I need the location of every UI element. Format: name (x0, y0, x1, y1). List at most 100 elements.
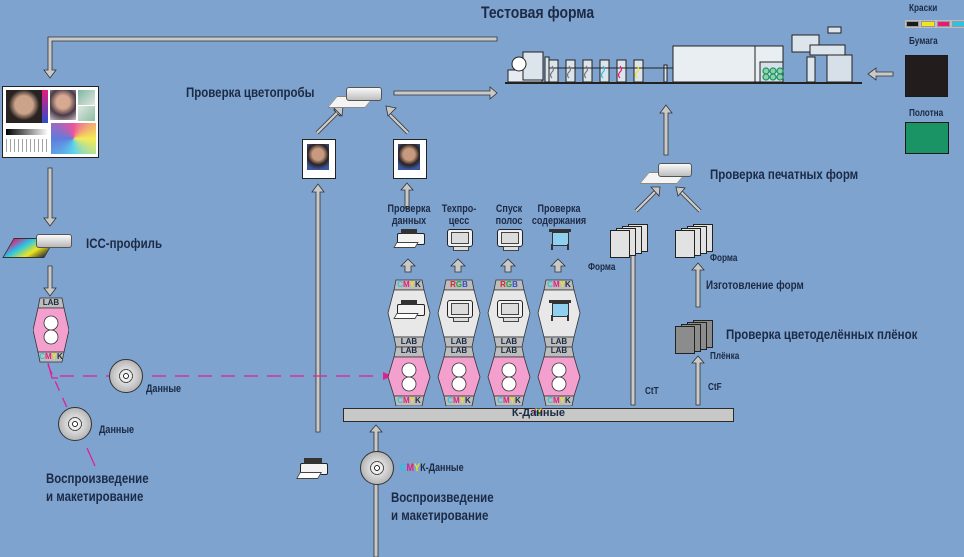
arrow-proof-to-press (393, 86, 498, 100)
plates-stack-right (675, 224, 719, 262)
plate-sheet (610, 230, 630, 258)
ink-units (549, 65, 784, 81)
color-conversion-module-left: LAB CMYK (32, 297, 70, 363)
cmyk-label: CMYK (39, 352, 63, 361)
ink-swatch (906, 21, 920, 27)
module-cmyk-label: CMYK (497, 396, 521, 405)
column-input-label: CMYK (397, 280, 421, 289)
repro-label-bottom: Воспроизведение и макетирование (391, 489, 494, 523)
data-disc-1 (109, 359, 143, 393)
blankets-label: Полотна (909, 108, 944, 119)
proof-check-label: Проверка цветопробы (186, 84, 315, 100)
repro-label-left: Воспроизведение и макетирование (46, 470, 149, 504)
arrow-platecheck-to-press (659, 104, 673, 156)
module-cmyk-label: CMYK (397, 396, 421, 405)
column-up-arrows (400, 258, 566, 273)
device-in-module (537, 300, 581, 324)
arrow-materials-to-press (867, 67, 894, 81)
arrow-film-to-plates (691, 262, 705, 308)
module-cmyk-label: CMYK (547, 396, 571, 405)
printer-icon (393, 229, 425, 248)
data-disc-2 (58, 407, 92, 441)
ink-swatch (951, 21, 964, 27)
film-label: Плёнка (710, 351, 740, 362)
dashed-path-data (47, 362, 58, 379)
blanket-swatch (905, 122, 949, 154)
proof-print-right (393, 139, 427, 179)
film-check-label: Проверка цветоделённых плёнок (726, 326, 918, 342)
ctf-arrow (691, 355, 705, 406)
ink-swatch (921, 21, 935, 27)
arrow-icc-to-module (43, 265, 57, 297)
test-chart-image (2, 86, 99, 158)
arrow-to-proof-left (311, 183, 325, 433)
column-lab-label: LAB (550, 337, 568, 346)
module-lab-label: LAB (500, 346, 518, 355)
film-stack (675, 320, 719, 358)
printing-press (505, 26, 862, 84)
monitor-icon (497, 300, 523, 322)
paper-swatch (905, 55, 948, 97)
printer-icon (393, 300, 425, 319)
device-in-module (387, 300, 431, 324)
gray-ramp (6, 129, 48, 135)
column-input-label: RGB (450, 280, 468, 289)
column-lab-label: LAB (400, 337, 418, 346)
icc-profile-label: ICC-профиль (86, 235, 163, 251)
plates-stack-left (610, 224, 654, 262)
device-in-module (487, 300, 531, 324)
plate-check-device-icon (638, 162, 694, 184)
desktop-printer-icon (295, 458, 328, 479)
color-strip (42, 90, 48, 123)
inks-label: Краски (909, 3, 938, 14)
data-label-2: Данные (99, 424, 135, 436)
module-lab-label: LAB (400, 346, 418, 355)
proof-printer-icon (326, 86, 384, 108)
photo-2 (50, 90, 76, 120)
color-patches (51, 123, 96, 154)
plate-making-label: Изготовление форм (706, 278, 804, 292)
plotter-icon (549, 229, 571, 251)
data-disc-bottom (360, 451, 394, 485)
plate-right-label: Форма (710, 253, 738, 264)
photo-3 (78, 90, 95, 105)
module-cmyk-label: CMYK (447, 396, 471, 405)
data-label-1: Данные (146, 383, 182, 395)
cmyk-data-label-bottom: CMYК-Данные (400, 462, 464, 474)
device-in-module (437, 300, 481, 324)
ctf-label: CtF (708, 382, 722, 393)
module-lab-label: LAB (450, 346, 468, 355)
plate-check-label: Проверка печатных форм (710, 166, 859, 182)
column-input-label: CMYK (547, 280, 571, 289)
column-lab-label: LAB (450, 337, 468, 346)
monitor-icon (447, 300, 473, 322)
lab-label: LAB (42, 298, 60, 307)
column-title: Техпро-цесс (441, 203, 477, 227)
workflow-column: Техпро-цесс RGB LAB LAB CMYK (437, 203, 481, 408)
photo-4 (78, 106, 95, 121)
return-arrow-top (43, 36, 498, 79)
film-sheet (675, 326, 695, 354)
portrait-photo (6, 90, 42, 123)
column-lab-label: LAB (500, 337, 518, 346)
column-input-label: RGB (500, 280, 518, 289)
diagram-title: Тестовая форма (481, 3, 595, 22)
monitor-icon (497, 229, 523, 251)
arrow-bottom-input (369, 424, 383, 557)
spectrophotometer-icon (2, 232, 72, 258)
dot-grid (6, 139, 48, 152)
module-lab-label: LAB (550, 346, 568, 355)
ink-swatch (936, 21, 950, 27)
plate-sheet (675, 230, 695, 258)
plotter-icon (549, 300, 571, 322)
plate-left-label: Форма (588, 262, 616, 273)
arrow-chart-to-icc (43, 167, 57, 227)
ink-swatches (905, 20, 964, 28)
ctt-label: CtT (645, 386, 659, 397)
